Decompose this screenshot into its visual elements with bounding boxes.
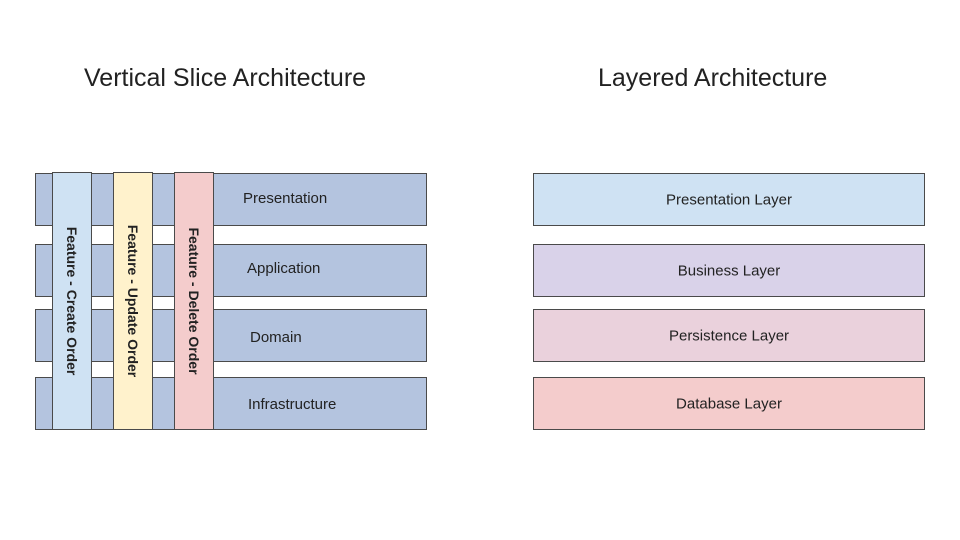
slice-label-create-order: Feature - Create Order [64, 226, 80, 376]
slice-update-order: Feature - Update Order [113, 172, 153, 430]
layered-architecture-title: Layered Architecture [598, 64, 828, 92]
slice-create-order: Feature - Create Order [52, 172, 92, 430]
left-layer-label-domain: Domain [250, 329, 302, 346]
right-layer-label-database: Database Layer [676, 395, 782, 412]
left-layer-label-infrastructure: Infrastructure [248, 396, 337, 413]
slice-label-delete-order: Feature - Delete Order [186, 227, 202, 375]
slice-delete-order: Feature - Delete Order [174, 172, 214, 430]
right-layer-label-persistence: Persistence Layer [668, 327, 790, 344]
slice-label-update-order: Feature - Update Order [125, 224, 141, 378]
right-layer-label-business: Business Layer [677, 262, 781, 279]
left-layer-domain [35, 309, 427, 362]
vertical-slice-title: Vertical Slice Architecture [84, 64, 367, 92]
left-layer-presentation [35, 173, 427, 226]
right-layer-presentation: Presentation Layer [533, 173, 925, 226]
right-layer-label-presentation: Presentation Layer [666, 191, 792, 208]
left-layer-application [35, 244, 427, 297]
right-layer-business: Business Layer [533, 244, 925, 297]
left-layer-label-application: Application [247, 260, 321, 277]
right-layer-persistence: Persistence Layer [533, 309, 925, 362]
left-layer-infrastructure [35, 377, 427, 430]
right-layer-database: Database Layer [533, 377, 925, 430]
left-layer-label-presentation: Presentation [243, 190, 328, 207]
